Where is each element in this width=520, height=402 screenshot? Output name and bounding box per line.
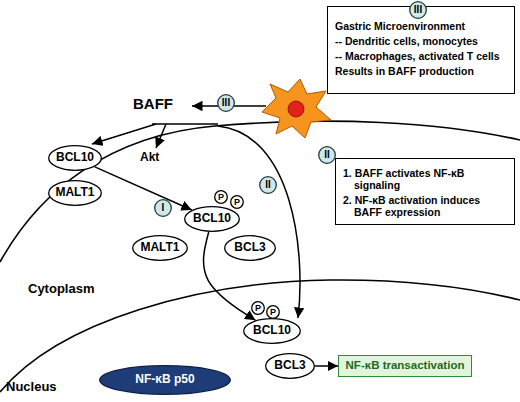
node-text: NF-κB p50	[135, 373, 194, 387]
node-text: -- Dendritic cells, monocytes	[335, 35, 509, 47]
callout-number: I	[162, 202, 165, 214]
callout-number: II	[324, 149, 330, 161]
compartment-label: Cytoplasm	[28, 281, 94, 296]
text-holder: II	[318, 146, 336, 164]
node-text: 1. BAFF activates NF-κB signaling	[354, 167, 509, 191]
node-text: BCL10	[193, 212, 231, 226]
text-holder: BCL10	[184, 206, 240, 232]
transcription-factor: NF-κB p50	[99, 365, 231, 395]
text-holder: I	[154, 199, 172, 217]
signal-arrow	[95, 167, 192, 210]
node-text: BCL3	[274, 359, 305, 373]
protein-ellipse: BCL3	[224, 235, 276, 261]
receptor-bracket	[152, 123, 218, 125]
phospho-mark: P	[214, 190, 228, 204]
outline	[319, 147, 336, 164]
text-holder: BCL3	[224, 235, 276, 261]
node-text: MALT1	[55, 186, 94, 200]
signal-arrow	[315, 365, 338, 367]
immune-cell	[262, 79, 331, 138]
outline	[155, 200, 172, 217]
signal-arrow	[156, 124, 166, 148]
text-holder: III	[409, 1, 427, 19]
note-box: 1. BAFF activates NF-κB signaling 2. NF-κ…	[335, 158, 515, 225]
node-text: MALT1	[140, 241, 179, 255]
phospho-mark: P	[230, 195, 244, 209]
node-text: Results in BAFF production	[335, 65, 509, 77]
outline	[244, 319, 301, 344]
note-box: Gastric Microenvironment -- Dendritic cel…	[327, 6, 515, 94]
protein-ellipse: BCL10	[184, 206, 240, 232]
outline	[260, 177, 277, 194]
connector-layer	[95, 167, 338, 366]
text-holder: P	[230, 195, 244, 209]
ligand-label: BAFF	[133, 95, 173, 112]
outline	[225, 236, 276, 261]
outcome-box: NF-κB transactivation	[338, 355, 472, 377]
text-holder: MALT1	[132, 235, 188, 261]
cell-membrane	[0, 121, 520, 262]
cell-nucleus	[288, 101, 304, 117]
phospho-text: P	[218, 192, 224, 202]
outline	[218, 95, 235, 112]
protein-ellipse: MALT1	[132, 235, 188, 261]
outline	[215, 191, 228, 204]
phospho-mark: P	[266, 305, 280, 319]
callout-number: I	[154, 199, 172, 217]
callout-number: III	[409, 1, 427, 19]
text-holder: P	[266, 305, 280, 319]
node-text: Gastric Microenvironment	[335, 20, 509, 32]
phospho-text: P	[234, 197, 240, 207]
callout-number: II	[265, 179, 271, 191]
node-text: -- Macrophages, activated T cells	[335, 50, 509, 62]
text-holder: BCL3	[265, 353, 315, 379]
outline	[252, 302, 265, 315]
outline	[49, 181, 102, 206]
signal-arrow	[92, 124, 156, 144]
text-holder: P	[251, 301, 265, 315]
text-holder: BCL10	[243, 318, 301, 344]
callout-number: III	[414, 4, 422, 16]
callout-number: II	[259, 176, 277, 194]
kinase-label: Akt	[140, 150, 159, 164]
text-holder: NF-κB transactivation	[339, 356, 471, 376]
phospho-text: P	[270, 307, 276, 317]
outline	[100, 366, 231, 395]
protein-ellipse: BCL10	[243, 318, 301, 344]
node-text: BCL10	[253, 324, 291, 338]
outline	[410, 2, 427, 19]
text-holder: NF-κB p50	[99, 365, 231, 395]
nuclear-membrane	[0, 280, 520, 392]
outline	[267, 306, 280, 319]
phospho-mark: P	[251, 301, 265, 315]
callout-number: III	[217, 94, 235, 112]
protein-ellipse: MALT1	[48, 180, 102, 206]
node-text: BCL3	[234, 241, 265, 255]
protein-ellipse: BCL3	[265, 353, 315, 379]
outline	[266, 354, 315, 379]
protein-ellipse: BCL10	[48, 145, 102, 171]
callout-number: II	[318, 146, 336, 164]
node-text: 2. NF-κB activation induces BAFF express…	[354, 194, 509, 218]
text-holder: Gastric Microenvironment -- Dendritic cel…	[328, 7, 514, 93]
outline	[185, 207, 240, 232]
text-holder: BCL10	[48, 145, 102, 171]
text-holder: P	[214, 190, 228, 204]
text-holder: III	[217, 94, 235, 112]
outline	[49, 146, 102, 171]
text-holder: II	[259, 176, 277, 194]
compartment-label: Nucleus	[6, 379, 57, 394]
phospho-text: P	[255, 303, 261, 313]
outline	[231, 196, 244, 209]
text-holder: MALT1	[48, 180, 102, 206]
node-text: NF-κB transactivation	[346, 359, 465, 372]
text-holder: 1. BAFF activates NF-κB signaling 2. NF-κ…	[336, 159, 514, 224]
outline	[133, 236, 188, 261]
node-text: BCL10	[56, 151, 94, 165]
callout-number: III	[222, 97, 230, 109]
